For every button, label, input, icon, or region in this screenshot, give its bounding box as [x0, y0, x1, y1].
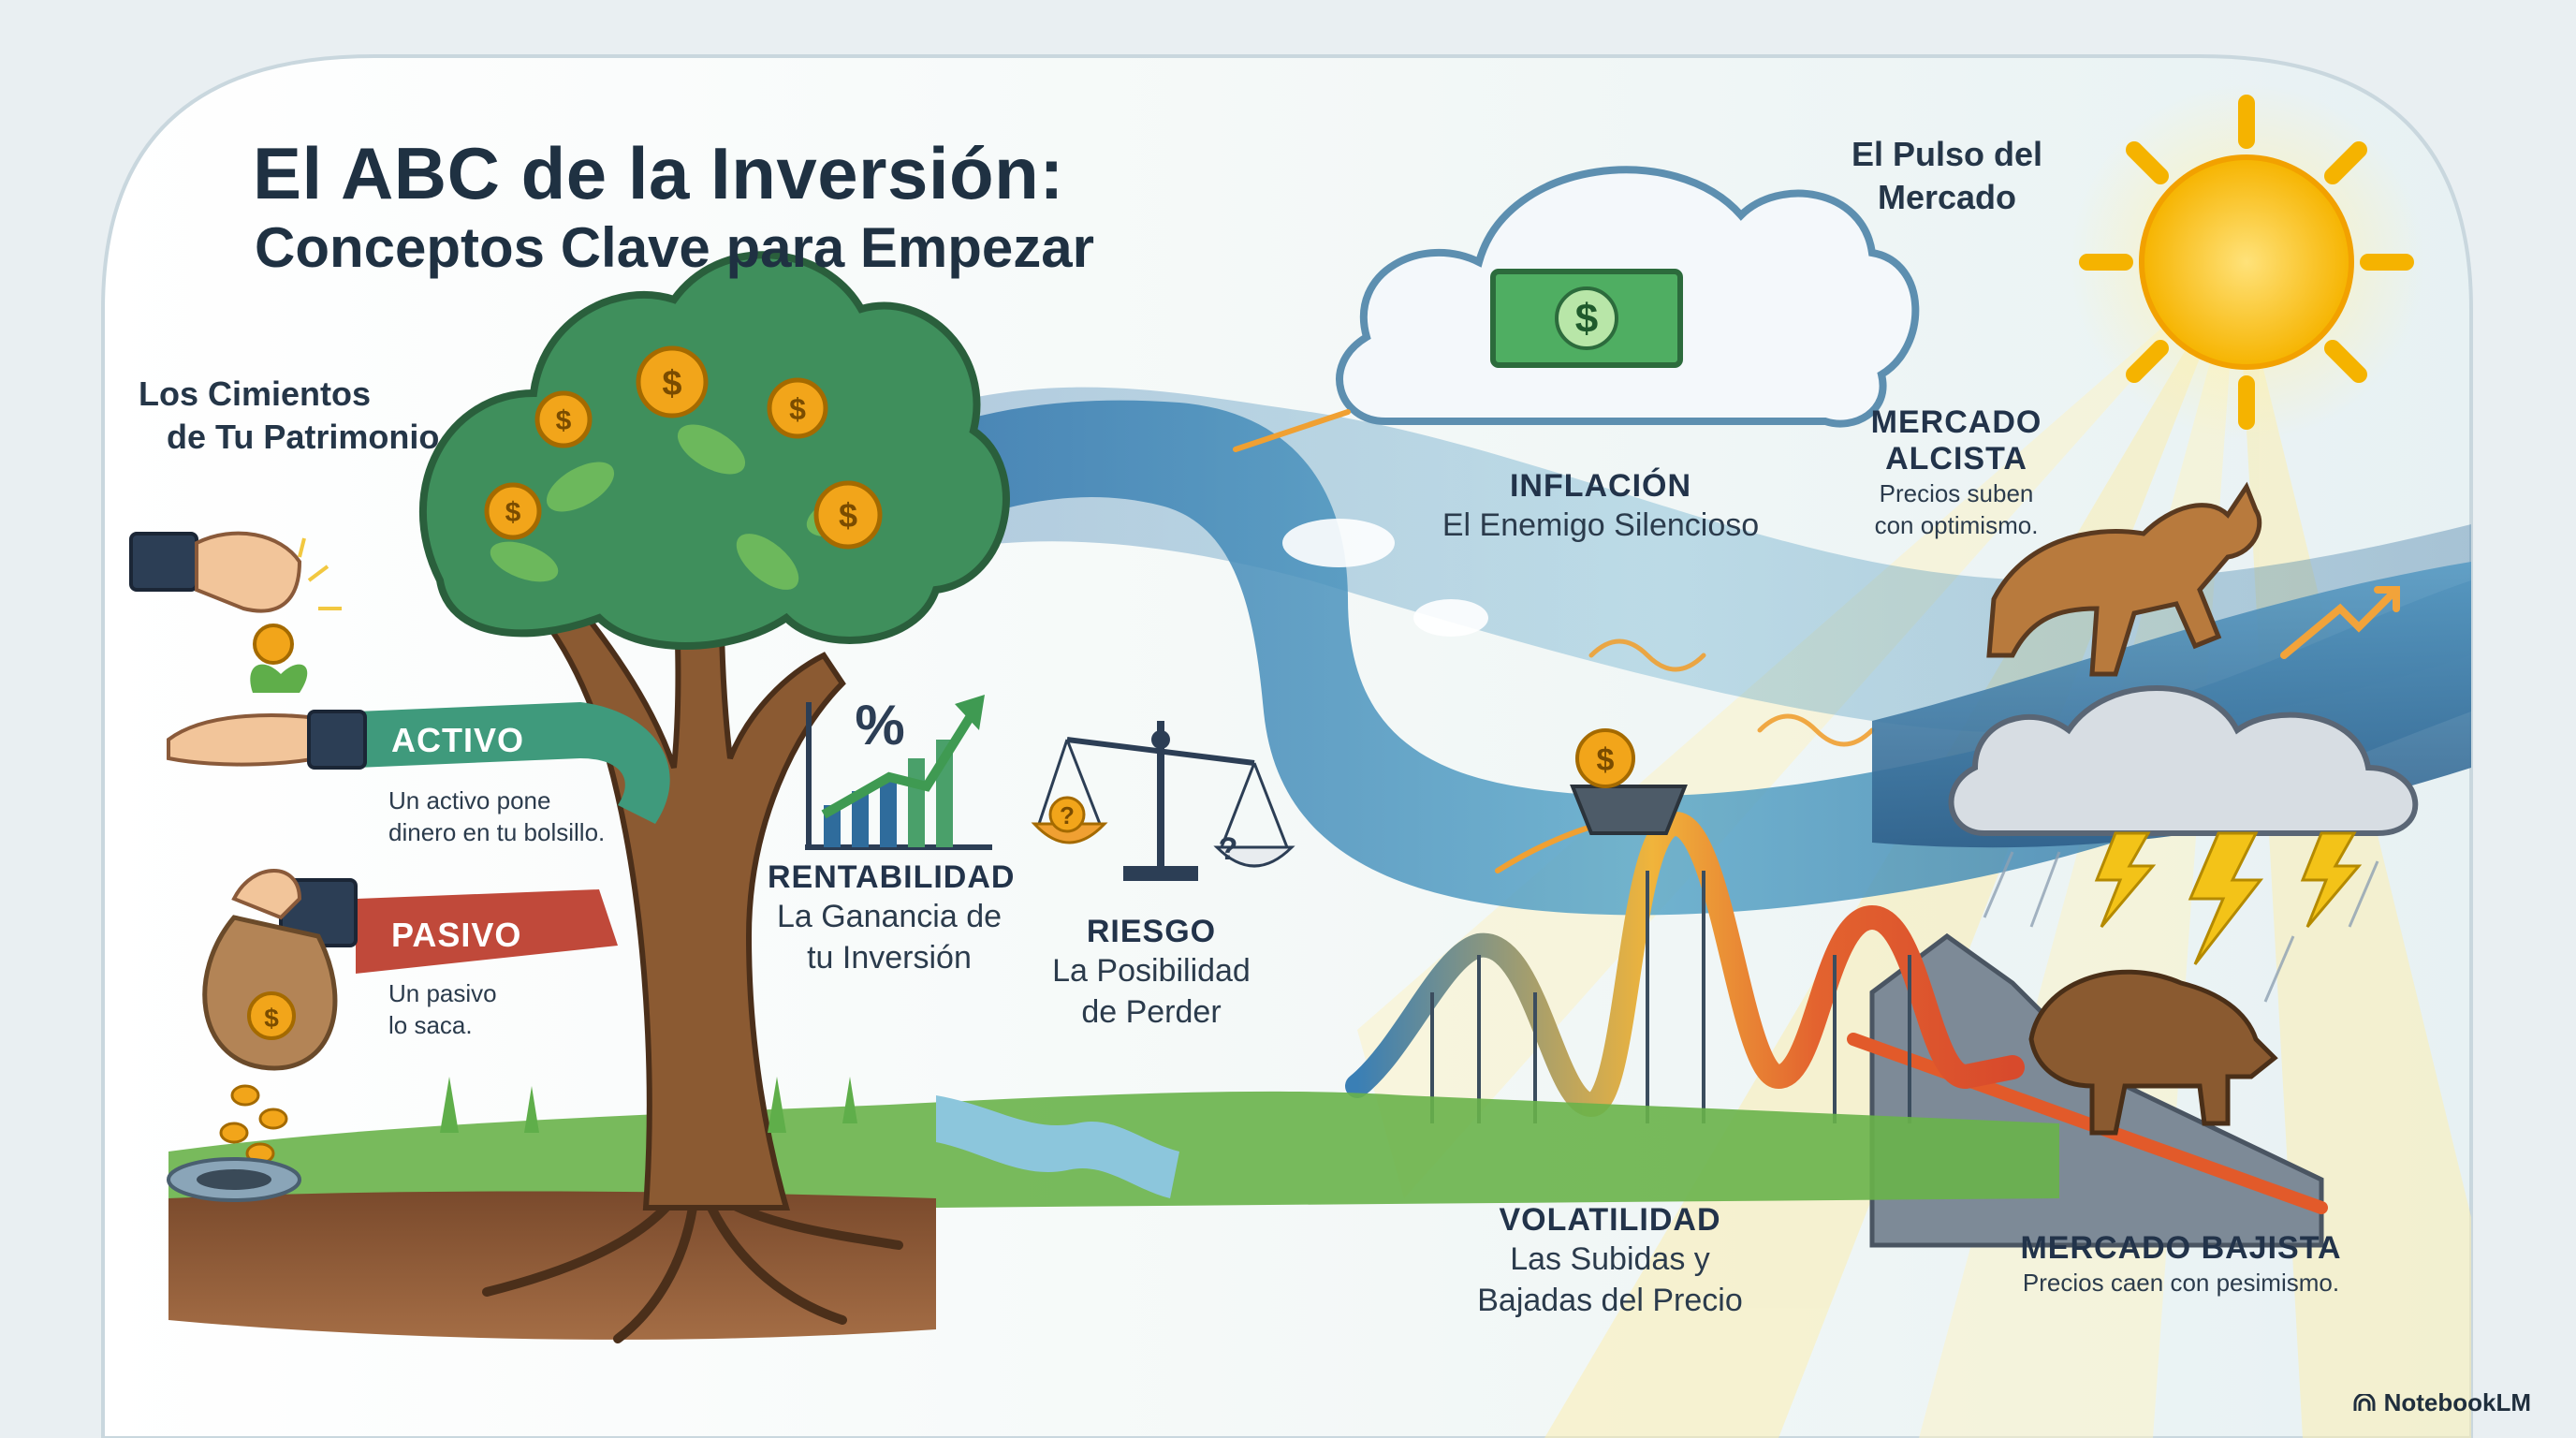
- activo-desc-line2: dinero en tu bolsillo.: [388, 818, 606, 846]
- notebooklm-logo-icon: [2353, 1393, 2376, 1411]
- coin-icon: $: [636, 345, 709, 418]
- pasivo-label: PASIVO: [391, 916, 522, 954]
- bear-track: [1847, 1033, 2328, 1214]
- page-title: El ABC de la Inversión:: [253, 132, 1064, 214]
- alcista-desc-line1: Precios suben: [1879, 479, 2034, 507]
- svg-text:?: ?: [1219, 831, 1238, 867]
- small-cloud-icon: [1413, 599, 1488, 637]
- volatilidad-block: VOLATILIDAD Las Subidas y Bajadas del Pr…: [1460, 1202, 1760, 1321]
- volatilidad-desc-line2: Bajadas del Precio: [1477, 1283, 1743, 1318]
- small-stream: [936, 1095, 1179, 1198]
- coin-icon: $: [534, 390, 593, 448]
- svg-text:$: $: [789, 392, 806, 426]
- inflacion-block: INFLACIÓN El Enemigo Silencioso: [1442, 468, 1760, 546]
- pulse-heading-line1: El Pulso del: [1851, 135, 2043, 173]
- alcista-label-line2: ALCISTA: [1885, 441, 2027, 477]
- page-subtitle: Conceptos Clave para Empezar: [255, 216, 1094, 279]
- lightning-icon: [2300, 831, 2363, 928]
- alcista-desc-line2: con optimismo.: [1874, 511, 2039, 539]
- storm-cloud-icon: [1948, 685, 2419, 1049]
- foundations-heading-line2: de Tu Patrimonio: [167, 418, 440, 456]
- growth-chart-icon: %: [805, 694, 992, 850]
- bajista-block: MERCADO BAJISTA Precios caen con pesimis…: [1994, 1230, 2368, 1299]
- pasivo-description: Un pasivo lo saca.: [388, 977, 497, 1041]
- small-cloud-icon: [1282, 519, 1395, 567]
- svg-text:$: $: [505, 497, 521, 528]
- balance-scale-icon: ? ?: [1031, 721, 1295, 881]
- money-bag-icon: $: [202, 869, 358, 1071]
- svg-text:$: $: [1597, 742, 1615, 778]
- activo-label: ACTIVO: [391, 721, 525, 759]
- riesgo-block: RIESGO La Posibilidad de Perder: [1030, 914, 1273, 1033]
- svg-text:$: $: [839, 496, 857, 535]
- bull-icon: [1986, 481, 2262, 677]
- coin-icon: $: [767, 377, 828, 439]
- cloud-icon: $: [1336, 166, 1920, 428]
- hand-planting-icon: [129, 531, 367, 770]
- alcista-label-line1: MERCADO: [1870, 404, 2042, 440]
- pulse-heading-line2: Mercado: [1877, 178, 2017, 216]
- volatilidad-label: VOLATILIDAD: [1499, 1202, 1721, 1238]
- rentabilidad-desc-line1: La Ganancia de: [776, 899, 1003, 934]
- bull-arrows: [2280, 586, 2400, 659]
- dollar-bill-icon: $: [1490, 269, 1683, 368]
- volatility-coaster: $: [1345, 728, 2025, 1123]
- pasivo-desc-line2: lo saca.: [388, 1011, 473, 1039]
- brand-watermark: NotebookLM: [2352, 1388, 2531, 1417]
- coin-icon: $: [484, 482, 542, 540]
- tree-coins: $ $ $ $ $: [484, 345, 883, 550]
- lightning-icon: [2094, 831, 2157, 928]
- pasivo-ribbon: [356, 889, 618, 974]
- coin-cart-icon: $: [1570, 728, 1688, 835]
- grass-plants-icon: [440, 1077, 857, 1133]
- sun-icon: [2069, 84, 2424, 440]
- riesgo-desc-line2: de Perder: [1081, 994, 1222, 1030]
- activo-ribbon: [356, 702, 670, 824]
- rentabilidad-desc-line2: tu Inversión: [807, 940, 972, 976]
- activo-desc-line1: Un activo pone: [388, 786, 551, 814]
- bajista-label: MERCADO BAJISTA: [2020, 1230, 2342, 1266]
- falling-coins-icon: [219, 1084, 288, 1165]
- bajista-desc: Precios caen con pesimismo.: [2022, 1269, 2340, 1297]
- drain-hole-icon: [167, 1157, 301, 1202]
- alcista-block: MERCADO ALCISTA Precios suben con optimi…: [1835, 404, 2078, 541]
- svg-text:$: $: [556, 405, 572, 436]
- riesgo-desc-line1: La Posibilidad: [1052, 953, 1251, 989]
- foundations-heading: Los Cimientos de Tu Patrimonio: [139, 373, 439, 459]
- soil: [168, 1191, 936, 1340]
- rentabilidad-block: RENTABILIDAD La Ganancia de tu Inversión: [768, 859, 1016, 978]
- bear-icon: [2028, 969, 2278, 1136]
- coin-icon: $: [813, 480, 883, 550]
- svg-text:?: ?: [1060, 801, 1075, 829]
- rentabilidad-label: RENTABILIDAD: [768, 859, 1016, 895]
- riesgo-label: RIESGO: [1086, 914, 1217, 949]
- activo-description: Un activo pone dinero en tu bolsillo.: [388, 785, 605, 848]
- inflacion-label: INFLACIÓN: [1509, 468, 1692, 504]
- pasivo-desc-line1: Un pasivo: [388, 979, 497, 1007]
- svg-text:%: %: [855, 694, 904, 756]
- lightning-icon: [2188, 831, 2264, 965]
- inflacion-desc: El Enemigo Silencioso: [1442, 507, 1760, 543]
- foundations-heading-line1: Los Cimientos: [139, 374, 372, 413]
- pulse-heading: El Pulso del Mercado: [1825, 133, 2069, 219]
- svg-text:$: $: [264, 1004, 279, 1033]
- brand-name: NotebookLM: [2383, 1388, 2531, 1416]
- volatilidad-desc-line1: Las Subidas y: [1510, 1241, 1710, 1277]
- svg-text:$: $: [1575, 296, 1598, 342]
- svg-text:$: $: [662, 364, 681, 404]
